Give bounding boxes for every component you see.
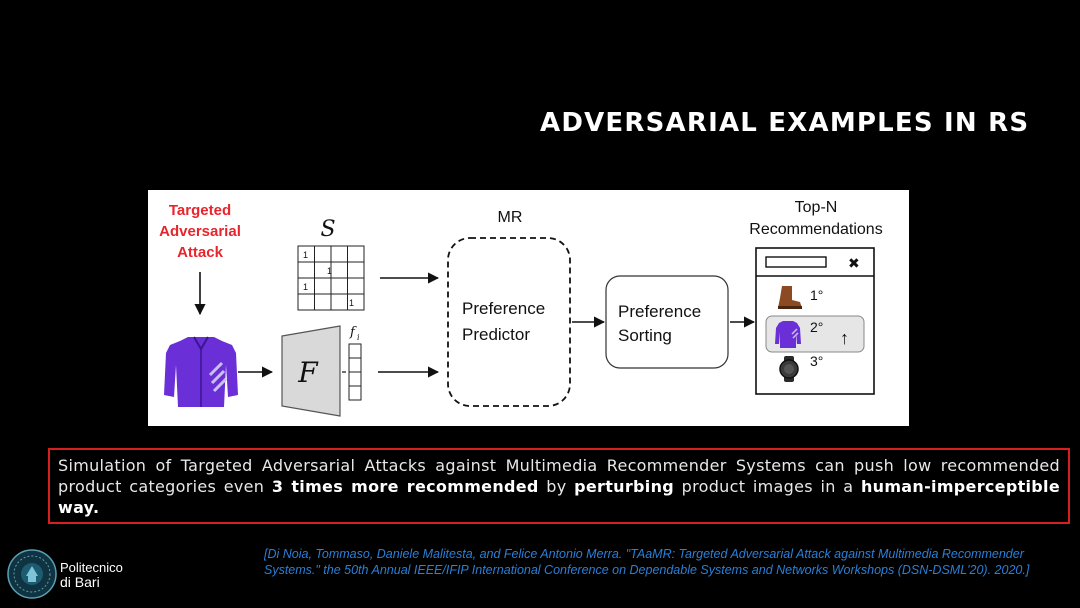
matrix-cell: 1 [327,266,332,276]
preference-sorting-box [605,275,729,369]
svg-text:Top-N: Top-N [795,199,838,216]
rank-1: 1° [810,287,823,303]
summary-emphasis: human-imperceptible way. [58,477,1060,517]
citation: [Di Noia, Tommaso, Daniele Malitesta, an… [264,547,1030,577]
topn-window-bar [765,256,827,268]
matrix-cell: 1 [303,250,308,260]
up-arrow-icon: ↑ [840,328,849,348]
feature-vector-subscript: i [357,333,360,342]
svg-text:Adversarial: Adversarial [159,223,241,240]
svg-text:Sorting: Sorting [618,326,672,345]
slide-title: ADVERSARIAL EXAMPLES IN RS [540,108,1030,138]
interaction-matrix [297,245,365,311]
summary-text: product images in a [674,477,861,496]
rank-3: 3° [810,353,823,369]
mr-module [447,237,571,407]
summary-emphasis: 3 times more recommended [271,477,539,496]
boot-icon [778,286,802,309]
jacket-icon [164,336,238,407]
preference-sorting-label: Preference Sorting [618,302,701,345]
jacket-icon [775,321,801,348]
svg-text:Preference: Preference [462,299,545,318]
topn-title: Top-N Recommendations [749,199,882,238]
university-seal-icon [7,549,57,599]
svg-text:Predictor: Predictor [462,325,530,344]
summary-text: Simulation of Targeted Adversarial Attac… [58,456,1060,496]
matrix-cell: 1 [303,282,308,292]
topn-window [755,247,875,395]
rank-2: 2° [810,319,823,335]
university-name: Politecnico di Bari [60,560,123,590]
svg-text:Attack: Attack [177,244,224,261]
svg-text:Preference: Preference [618,302,701,321]
svg-text:F: F [297,356,319,389]
university-name-line1: Politecnico [60,560,123,575]
summary-emphasis: perturbing [574,477,675,496]
svg-text:Targeted: Targeted [169,202,231,219]
feature-extractor: F [281,325,341,417]
taamr-diagram: Targeted Adversarial Attack S 1 1 1 [148,190,909,426]
summary-text: by [538,477,575,496]
mr-label: MR [498,209,523,226]
close-icon: ✖ [848,255,860,271]
feature-vector [348,343,362,401]
feature-vector-symbol: f [349,325,357,340]
watch-icon [779,356,799,382]
matrix-cell: 1 [349,298,354,308]
attack-label: Targeted Adversarial Attack [159,202,241,261]
university-name-line2: di Bari [60,574,100,590]
matrix-symbol: S [320,217,335,242]
svg-text:Recommendations: Recommendations [749,221,882,238]
summary-box: Simulation of Targeted Adversarial Attac… [48,448,1070,524]
preference-predictor: Preference Predictor [462,299,545,344]
